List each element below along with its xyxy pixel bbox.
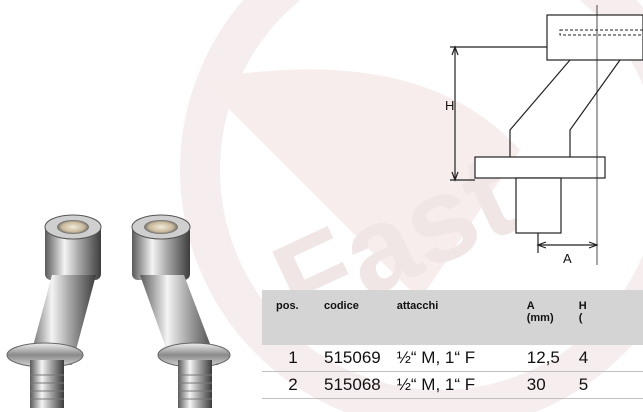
- cell-attacchi: ½“ M, 1“ F: [380, 345, 527, 372]
- cell-a: 12,5: [526, 345, 579, 372]
- cell-attacchi: ½“ M, 1“ F: [380, 371, 527, 399]
- cell-h: 5: [578, 371, 643, 399]
- cell-pos: 1: [262, 345, 324, 372]
- table-row: 1 515069 ½“ M, 1“ F 12,5 4: [262, 345, 643, 372]
- table-header-row: pos. codice attacchi A (mm) H (: [262, 290, 643, 345]
- header-attacchi: attacchi: [380, 290, 527, 345]
- table-row: 2 515068 ½“ M, 1“ F 30 5: [262, 371, 643, 399]
- header-a-unit: (mm): [526, 312, 554, 324]
- cell-a: 30: [526, 371, 579, 399]
- header-a: A (mm): [526, 290, 579, 345]
- dim-label-a: A: [563, 251, 572, 266]
- fitting-right: [131, 214, 231, 408]
- cell-h: 4: [578, 345, 643, 372]
- spec-table: pos. codice attacchi A (mm) H ( 1 515069…: [262, 290, 643, 399]
- header-h-unit: (: [578, 312, 583, 324]
- cell-pos: 2: [262, 371, 324, 399]
- header-h-label: H: [578, 300, 587, 312]
- header-a-label: A: [526, 300, 535, 312]
- header-h: H (: [578, 290, 643, 345]
- header-codice: codice: [324, 290, 381, 345]
- cell-codice: 515069: [324, 345, 381, 372]
- dim-label-h: H: [445, 98, 454, 113]
- cell-codice: 515068: [324, 371, 381, 399]
- product-photo: [6, 214, 231, 408]
- fitting-left: [6, 214, 102, 408]
- header-pos: pos.: [262, 290, 324, 345]
- technical-drawing: H A: [445, 5, 643, 266]
